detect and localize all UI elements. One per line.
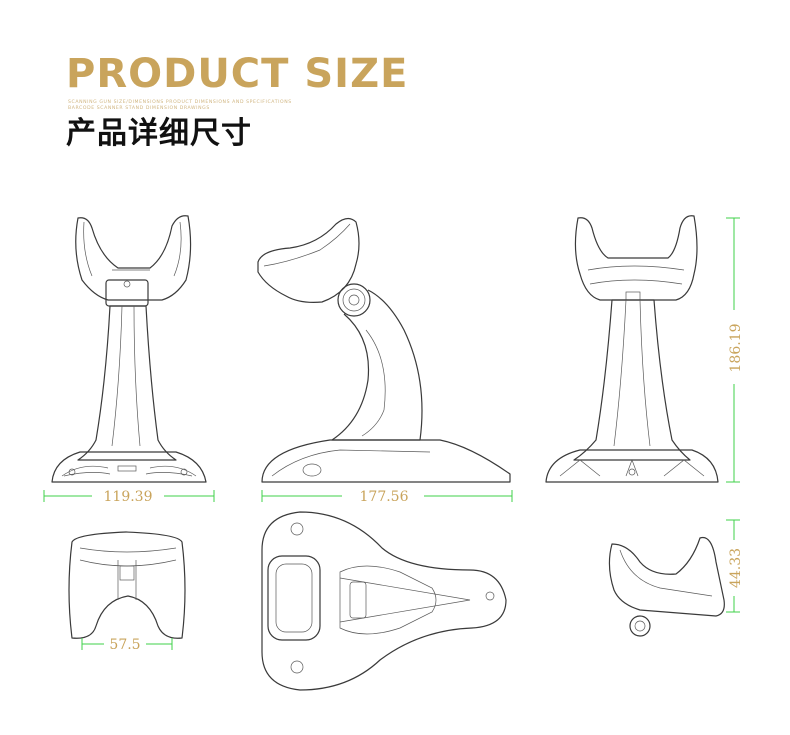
holder-side-view-drawing <box>608 536 725 637</box>
dimension-side-width: 177.56 <box>261 489 513 505</box>
page-title-en: PRODUCT SIZE <box>66 51 409 97</box>
back-view-drawing <box>545 215 719 483</box>
subtitle-line-2: BARCODE SCANNER STAND DIMENSION DRAWINGS <box>68 106 210 111</box>
page-title-cn: 产品详细尺寸 <box>66 116 252 151</box>
front-view-drawing <box>51 215 207 483</box>
dim-top-width-label: 57.5 <box>109 637 140 653</box>
dimension-front-width: 119.39 <box>43 489 215 505</box>
top-view-drawing <box>68 531 186 639</box>
subtitle-line-1: SCANNING GUN SIZE/DIMENSIONS PRODUCT DIM… <box>68 100 292 105</box>
dim-back-height-label: 186.19 <box>728 324 744 373</box>
dimension-back-height: 186.19 <box>726 217 744 483</box>
dim-holder-height-label: 44.33 <box>728 548 744 588</box>
dimension-holder-height: 44.33 <box>726 519 744 613</box>
plan-view-drawing <box>261 511 507 691</box>
dim-front-width-label: 119.39 <box>104 489 153 505</box>
side-view-drawing <box>257 217 511 483</box>
dim-side-width-label: 177.56 <box>360 489 409 505</box>
dimension-top-width: 57.5 <box>81 637 173 653</box>
